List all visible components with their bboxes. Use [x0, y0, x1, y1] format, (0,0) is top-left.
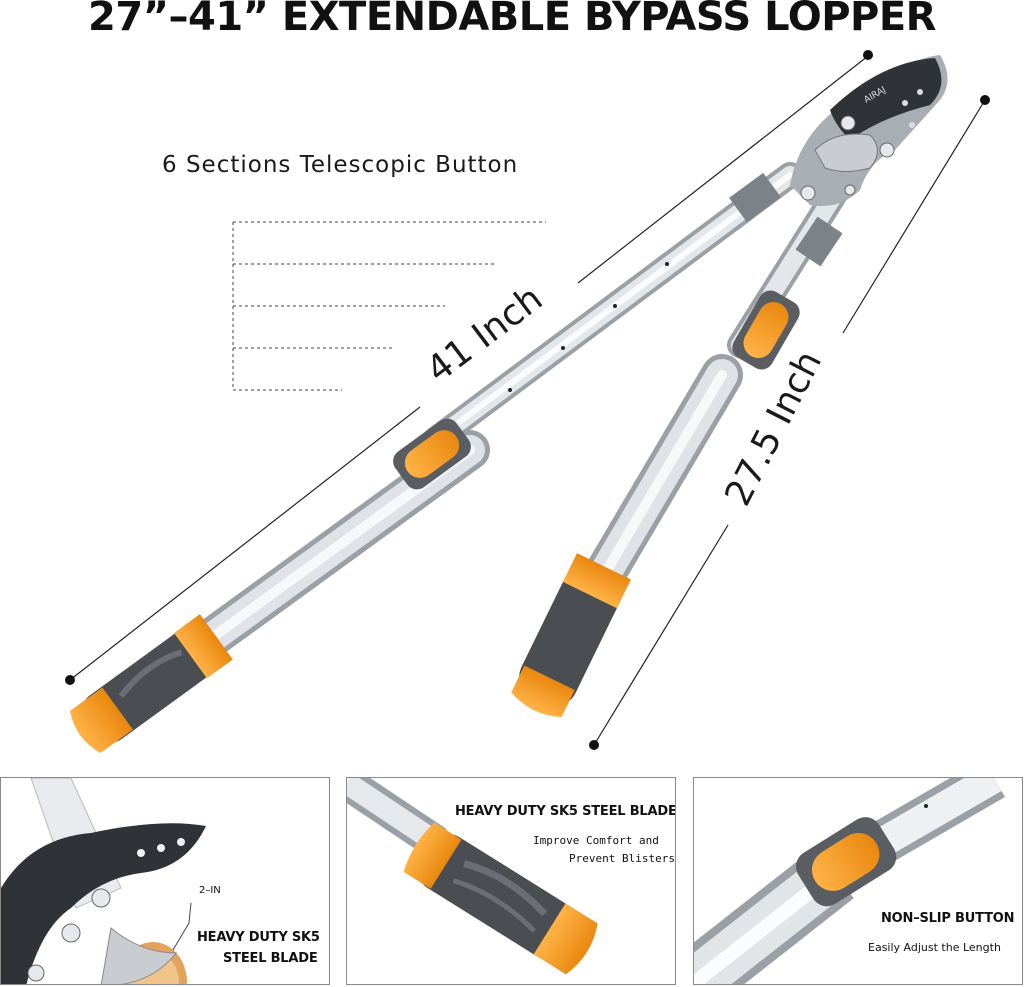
grip-subtext-line1: Improve Comfort and — [533, 834, 659, 847]
page-title: 27”–41” EXTENDABLE BYPASS LOPPER — [88, 0, 936, 40]
button-detail-panel: NON–SLIP BUTTON Easily Adjust the Length — [693, 777, 1023, 985]
lopper-illustration: AIRAJ — [65, 50, 990, 754]
dimension-line-short — [589, 95, 990, 750]
blade-heading-line2: STEEL BLADE — [223, 951, 318, 966]
cutting-head: AIRAJ — [790, 55, 948, 206]
dimension-line-long — [65, 50, 873, 685]
long-handle — [69, 162, 803, 754]
grip-heading: HEAVY DUTY SK5 STEEL BLADE — [455, 804, 676, 819]
button-closeup-illustration — [694, 778, 1006, 984]
button-subtext: Easily Adjust the Length — [868, 941, 1001, 954]
blade-detail-panel: 2–IN HEAVY DUTY SK5 STEEL BLADE — [0, 777, 330, 985]
blade-capacity-label: 2–IN — [199, 885, 221, 896]
telescopic-caption: 6 Sections Telescopic Button — [162, 152, 519, 178]
blade-closeup-illustration — [1, 778, 206, 984]
grip-detail-panel: HEAVY DUTY SK5 STEEL BLADE Improve Comfo… — [346, 777, 676, 985]
button-heading: NON–SLIP BUTTON — [881, 911, 1015, 926]
blade-heading-line1: HEAVY DUTY SK5 — [197, 930, 320, 945]
grip-closeup-illustration — [347, 778, 598, 975]
telescopic-sections-guide — [232, 221, 546, 391]
grip-subtext-line2: Prevent Blisters — [569, 852, 675, 865]
